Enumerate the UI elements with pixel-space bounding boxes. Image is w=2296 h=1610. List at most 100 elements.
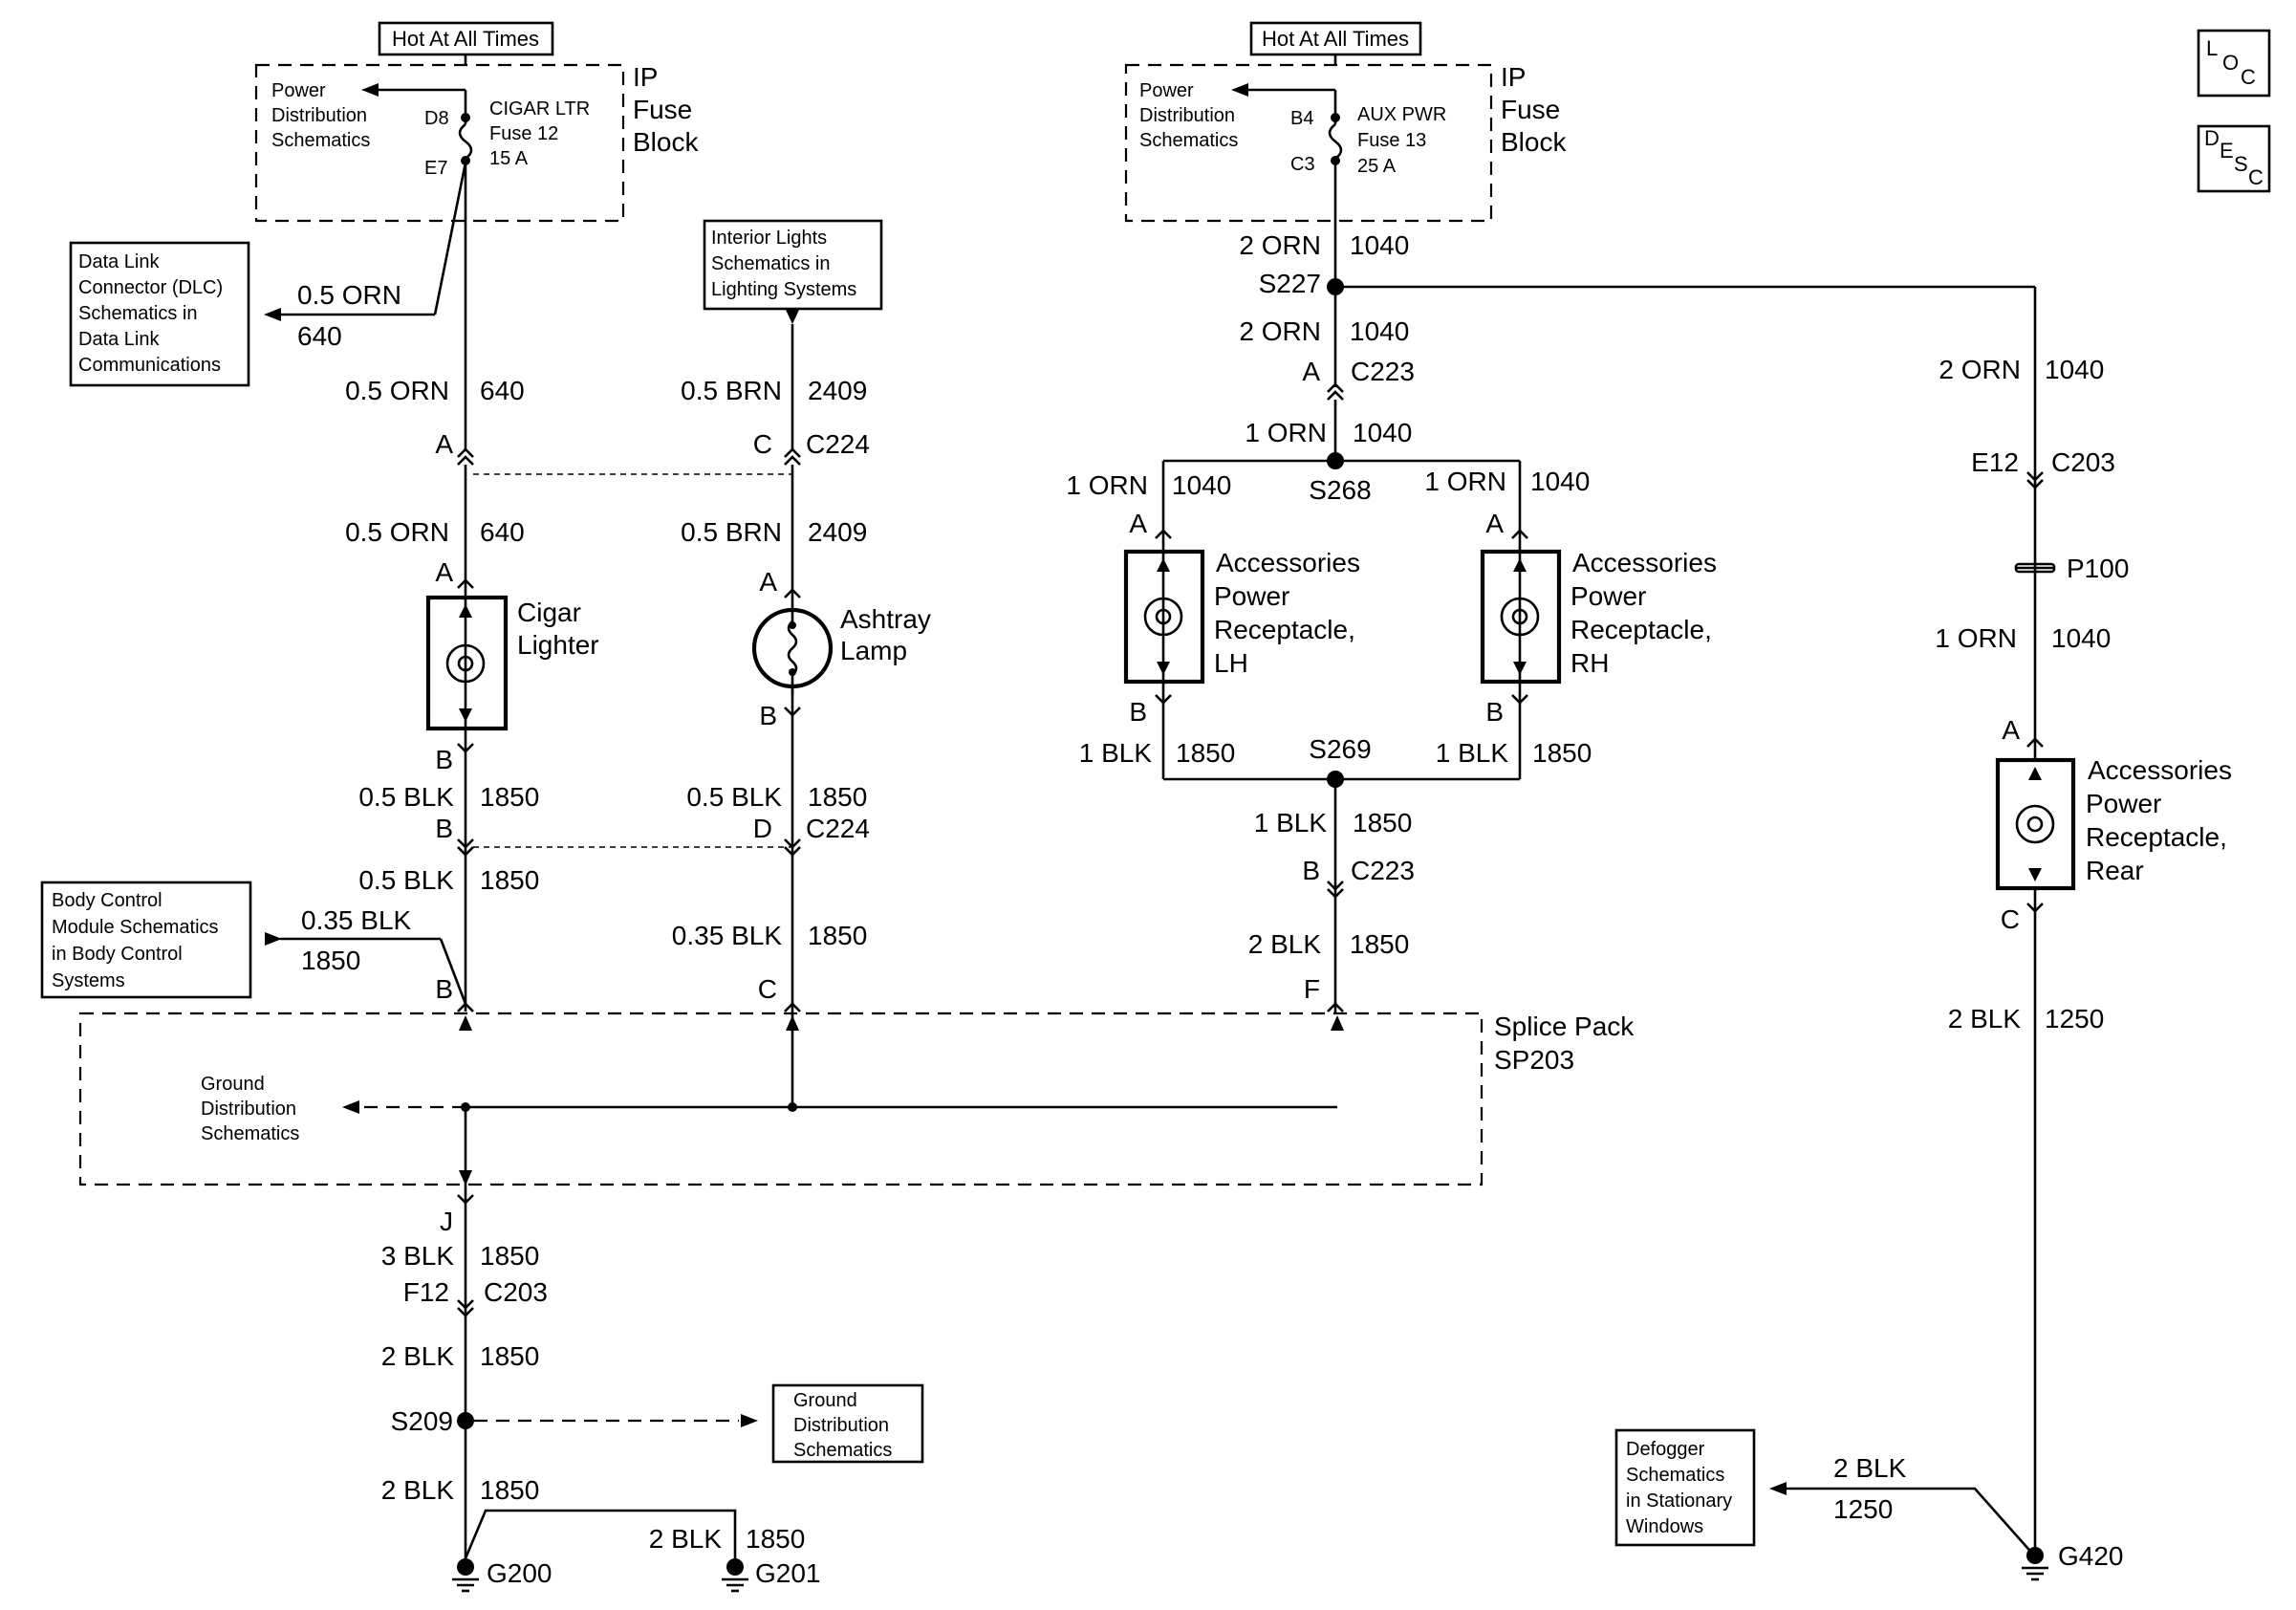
ground-g200-icon — [452, 1558, 479, 1593]
pin-label: C — [2001, 904, 2020, 934]
diagram-label: Splice Pack — [1494, 1012, 1635, 1041]
diagram-label: Connector (DLC) — [78, 277, 223, 298]
connector-label: C223 — [1351, 856, 1415, 885]
diagram-label: LH — [1214, 648, 1248, 678]
wire-gauge: 0.5 BLK — [358, 782, 454, 812]
wire-circuit: 1850 — [480, 1241, 539, 1271]
diagram-label: Distribution — [1139, 105, 1235, 126]
wire-gauge: 2 ORN — [1939, 355, 2021, 384]
ground-g201-icon — [722, 1558, 748, 1593]
diagram-label: P100 — [2067, 554, 2129, 583]
diagram-label: Windows — [1626, 1516, 1703, 1537]
connector-label: C224 — [806, 814, 870, 843]
diagram-label: 15 A — [489, 148, 529, 169]
diagram-label: Hot At All Times — [392, 27, 539, 51]
pin-label: A — [759, 567, 777, 597]
diagram-label: Distribution — [793, 1415, 889, 1436]
pin-label: B — [435, 974, 453, 1004]
diagram-label: Data Link — [78, 251, 160, 272]
pin-label: B — [1302, 856, 1320, 885]
diagram-label: Ground — [793, 1390, 857, 1411]
ashtray-lamp-icon — [751, 602, 834, 694]
wire-circuit: 1850 — [1353, 808, 1412, 838]
diagram-label: RH — [1570, 648, 1609, 678]
diagram-label: Receptacle, — [2086, 822, 2227, 852]
wire-circuit: 1040 — [2051, 623, 2111, 653]
diagram-label: Cigar — [517, 598, 581, 627]
wire-gauge: 2 BLK — [381, 1475, 455, 1505]
diagram-label: C — [2241, 65, 2256, 89]
diagram-label: Interior Lights — [711, 228, 827, 249]
diagram-label: Power — [1214, 581, 1289, 611]
ground-distribution-label-sp: Ground Distribution Schematics — [201, 1074, 299, 1144]
diagram-label: Fuse 13 — [1357, 130, 1426, 151]
pin-label: F12 — [403, 1277, 449, 1307]
wire-gauge: 0.5 BRN — [681, 517, 782, 547]
wire-gauge: 1 ORN — [1935, 623, 2017, 653]
ip-fuse-block-1: Power Distribution Schematics IP Fuse Bl… — [254, 62, 699, 223]
wire-gauge: 3 BLK — [381, 1241, 455, 1271]
diagram-label: Power — [1570, 581, 1646, 611]
wire-gauge: 2 BLK — [1948, 1004, 2022, 1033]
diagram-label: Accessories — [2088, 755, 2232, 785]
diagram-label: Distribution — [271, 105, 367, 126]
diagram-label: Lighting Systems — [711, 279, 856, 300]
pin-label: A — [1129, 509, 1147, 538]
diagram-label: in Stationary — [1626, 1490, 1732, 1512]
pin-label: C — [753, 429, 772, 459]
wire-gauge: 0.5 BLK — [358, 865, 454, 895]
wire-circuit: 1250 — [2045, 1004, 2104, 1033]
wire-gauge: 0.5 ORN — [297, 280, 401, 310]
diagram-label: S269 — [1309, 734, 1371, 764]
pin-label: A — [2002, 715, 2020, 745]
diagram-label: Defogger — [1626, 1439, 1705, 1460]
hot-at-all-times-label-1: Hot At All Times — [378, 21, 554, 56]
diagram-label: Schematics in — [78, 303, 198, 324]
wire-gauge: 1 ORN — [1424, 467, 1506, 496]
wire-circuit: 1850 — [1176, 738, 1235, 768]
diagram-label: Module Schematics — [52, 917, 219, 938]
splice-pack-sp203: Splice Pack SP203 — [78, 1012, 1635, 1186]
connector-label: C224 — [806, 429, 870, 459]
diagram-label: D8 — [424, 108, 449, 129]
interior-lights-box: Interior Lights Schematics in Lighting S… — [703, 219, 883, 311]
wire-circuit: 1850 — [480, 782, 539, 812]
wire-circuit: 1250 — [1833, 1494, 1893, 1524]
pin-label: B — [435, 745, 453, 774]
desc-button[interactable]: D E S C — [2197, 124, 2271, 193]
diagram-label: Fuse — [633, 95, 692, 124]
diagram-label: Lighter — [517, 630, 599, 660]
connector-c224-cigar — [457, 447, 474, 598]
wire-circuit: 1850 — [480, 1341, 539, 1371]
diagram-label: Schematics in — [711, 253, 831, 274]
pin-label: B — [759, 701, 777, 730]
diagram-label: Schematics — [271, 130, 370, 151]
diagram-label: G201 — [755, 1558, 821, 1588]
diagram-label: Systems — [52, 970, 125, 991]
wire-gauge: 0.35 BLK — [301, 905, 412, 935]
wire-gauge: 1 ORN — [1245, 418, 1327, 447]
diagram-label: Schematics — [201, 1123, 299, 1144]
bcm-schematics-box: Body Control Module Schematics in Body C… — [40, 881, 252, 999]
diagram-label: Schematics — [793, 1440, 892, 1461]
diagram-label: CIGAR LTR — [489, 98, 590, 120]
loc-button[interactable]: L O C — [2197, 29, 2271, 98]
wire-circuit: 1040 — [1353, 418, 1412, 447]
diagram-label: S268 — [1309, 475, 1371, 505]
diagram-label: Fuse — [1501, 95, 1560, 124]
wire-gauge: 2 ORN — [1239, 316, 1321, 346]
diagram-label: IP — [633, 62, 658, 92]
pin-label: B — [1485, 697, 1504, 727]
diagram-label: Block — [1501, 127, 1567, 157]
hot-at-all-times-label-2: Hot At All Times — [1249, 21, 1422, 56]
wire-gauge: 1 BLK — [1254, 808, 1328, 838]
wire-gauge: 2 BLK — [649, 1524, 723, 1554]
diagram-label: Accessories — [1572, 548, 1717, 577]
p100-passthrough-icon — [2014, 562, 2056, 574]
diagram-label: E7 — [424, 158, 447, 179]
pin-label: B — [435, 814, 453, 843]
diagram-label: S209 — [391, 1406, 453, 1436]
diagram-label: E — [2220, 139, 2234, 163]
wire-gauge: 0.5 BLK — [686, 782, 782, 812]
